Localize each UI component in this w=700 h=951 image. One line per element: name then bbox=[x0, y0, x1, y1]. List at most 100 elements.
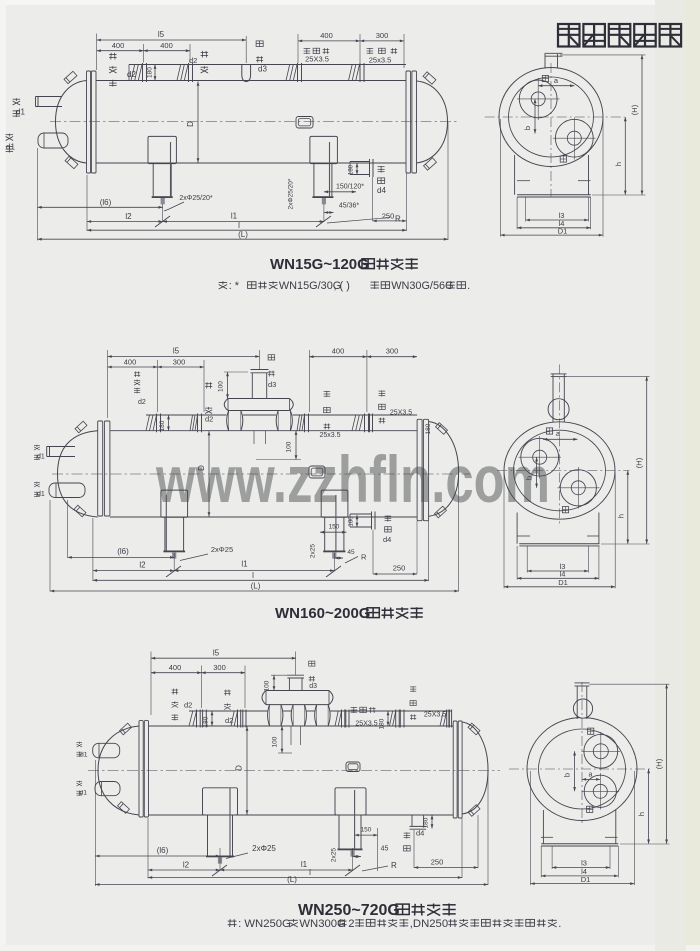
svg-text:l4: l4 bbox=[581, 867, 587, 876]
svg-text:D: D bbox=[186, 121, 195, 127]
svg-text:h: h bbox=[614, 162, 623, 166]
svg-text:25x3.5: 25x3.5 bbox=[369, 56, 392, 65]
svg-text:l1: l1 bbox=[301, 860, 308, 869]
svg-text:25x3.5: 25x3.5 bbox=[319, 432, 340, 439]
svg-text:(l6): (l6) bbox=[117, 547, 129, 556]
svg-text:45: 45 bbox=[381, 846, 389, 853]
svg-text:D1: D1 bbox=[558, 226, 568, 235]
svg-text:(H): (H) bbox=[635, 457, 644, 468]
svg-text:(L): (L) bbox=[287, 875, 297, 884]
svg-text:250: 250 bbox=[431, 858, 444, 867]
svg-text:d2: d2 bbox=[189, 56, 197, 65]
svg-text:300: 300 bbox=[213, 663, 226, 672]
svg-text:d4: d4 bbox=[383, 535, 391, 544]
svg-text:d3: d3 bbox=[258, 65, 267, 74]
svg-text:(l6): (l6) bbox=[100, 198, 112, 207]
svg-text:l3: l3 bbox=[560, 562, 566, 571]
svg-text:l3: l3 bbox=[581, 859, 587, 868]
svg-text:D: D bbox=[197, 465, 206, 471]
svg-text:l: l bbox=[309, 868, 311, 877]
svg-text:25X3.5: 25X3.5 bbox=[355, 720, 377, 727]
svg-text:100: 100 bbox=[264, 680, 271, 691]
svg-text:45/36*: 45/36* bbox=[339, 203, 360, 210]
svg-text:l2: l2 bbox=[183, 860, 190, 869]
svg-text:400: 400 bbox=[169, 663, 182, 672]
svg-text:l2: l2 bbox=[139, 561, 146, 570]
svg-text:l1: l1 bbox=[241, 560, 248, 569]
svg-text:d1: d1 bbox=[80, 752, 88, 759]
svg-text:(l6): (l6) bbox=[157, 846, 169, 855]
svg-text:b: b bbox=[523, 126, 532, 130]
svg-text:l5: l5 bbox=[173, 347, 180, 356]
svg-text:180: 180 bbox=[159, 420, 166, 431]
svg-text:l5: l5 bbox=[158, 30, 165, 39]
svg-text:250: 250 bbox=[382, 212, 395, 221]
svg-text:180: 180 bbox=[423, 817, 430, 828]
svg-text:l4: l4 bbox=[560, 570, 566, 579]
svg-text:WN15G/30G: WN15G/30G bbox=[279, 280, 341, 292]
svg-text:d1: d1 bbox=[6, 143, 15, 152]
svg-text:150/120*: 150/120* bbox=[336, 184, 364, 191]
svg-text:WN300G: WN300G bbox=[299, 918, 345, 930]
svg-text:a: a bbox=[589, 772, 593, 779]
svg-text:WN250~720G: WN250~720G bbox=[298, 902, 400, 919]
svg-text:400: 400 bbox=[124, 357, 137, 366]
svg-text:.: . bbox=[558, 918, 561, 930]
svg-text:d1: d1 bbox=[80, 790, 88, 797]
svg-text:(H): (H) bbox=[630, 104, 639, 115]
svg-text:www.zzhfln.com: www.zzhfln.com bbox=[155, 442, 550, 516]
svg-text:d2: d2 bbox=[138, 399, 146, 406]
svg-text:d1: d1 bbox=[37, 491, 45, 498]
svg-text:(L): (L) bbox=[238, 230, 248, 239]
svg-text:180: 180 bbox=[203, 716, 210, 727]
svg-text:b: b bbox=[525, 476, 534, 480]
svg-text:l2: l2 bbox=[125, 212, 132, 221]
svg-text:2xΦ25: 2xΦ25 bbox=[211, 545, 233, 554]
svg-text:400: 400 bbox=[332, 347, 345, 356]
svg-text:D: D bbox=[235, 765, 244, 771]
svg-text:25X3.5: 25X3.5 bbox=[305, 55, 329, 64]
svg-text:l5: l5 bbox=[213, 649, 220, 658]
svg-text:180: 180 bbox=[379, 718, 386, 729]
svg-text:R: R bbox=[361, 553, 367, 562]
svg-text:a: a bbox=[556, 429, 561, 438]
svg-text:WN15G~120G: WN15G~120G bbox=[270, 256, 369, 273]
svg-text:25X3.5: 25X3.5 bbox=[424, 712, 446, 719]
svg-text:2xΦ25/20*: 2xΦ25/20* bbox=[288, 178, 295, 209]
svg-text:400: 400 bbox=[112, 41, 125, 50]
svg-text:d3: d3 bbox=[268, 380, 276, 389]
svg-text:45: 45 bbox=[347, 549, 355, 556]
svg-text:(H): (H) bbox=[655, 758, 664, 769]
svg-text:400: 400 bbox=[160, 41, 173, 50]
svg-text:180: 180 bbox=[425, 423, 432, 434]
svg-text:h: h bbox=[637, 812, 646, 816]
svg-text:d4: d4 bbox=[416, 829, 424, 838]
svg-text:150: 150 bbox=[329, 524, 340, 531]
svg-text:d4: d4 bbox=[377, 186, 386, 195]
svg-text:300: 300 bbox=[376, 31, 389, 40]
svg-text:d2: d2 bbox=[127, 70, 136, 79]
svg-text:b: b bbox=[563, 773, 572, 777]
svg-text:: *: : * bbox=[229, 280, 240, 292]
svg-text:a: a bbox=[554, 76, 559, 85]
svg-text:(L): (L) bbox=[251, 582, 261, 591]
svg-text:d1: d1 bbox=[37, 454, 45, 461]
svg-text:WN160~200G: WN160~200G bbox=[275, 605, 370, 622]
svg-text:180: 180 bbox=[349, 516, 355, 527]
svg-text:, ( ): , ( ) bbox=[334, 280, 350, 292]
svg-text:R: R bbox=[391, 861, 397, 870]
svg-text:R: R bbox=[395, 215, 401, 224]
svg-text:2xΦ25/20*: 2xΦ25/20* bbox=[179, 195, 212, 202]
svg-text:100: 100 bbox=[218, 381, 225, 392]
svg-text:100: 100 bbox=[286, 441, 293, 452]
svg-text:: WN250G: : WN250G bbox=[238, 918, 291, 930]
svg-text:d2: d2 bbox=[205, 415, 213, 424]
svg-text:,DN250: ,DN250 bbox=[410, 918, 448, 930]
svg-text:250: 250 bbox=[393, 564, 406, 573]
svg-text:300: 300 bbox=[173, 357, 186, 366]
svg-text:D1: D1 bbox=[581, 875, 591, 884]
svg-text:2x25: 2x25 bbox=[331, 848, 338, 862]
svg-text:100: 100 bbox=[272, 736, 279, 747]
svg-text:300: 300 bbox=[386, 347, 399, 356]
svg-text:l4: l4 bbox=[559, 219, 565, 228]
